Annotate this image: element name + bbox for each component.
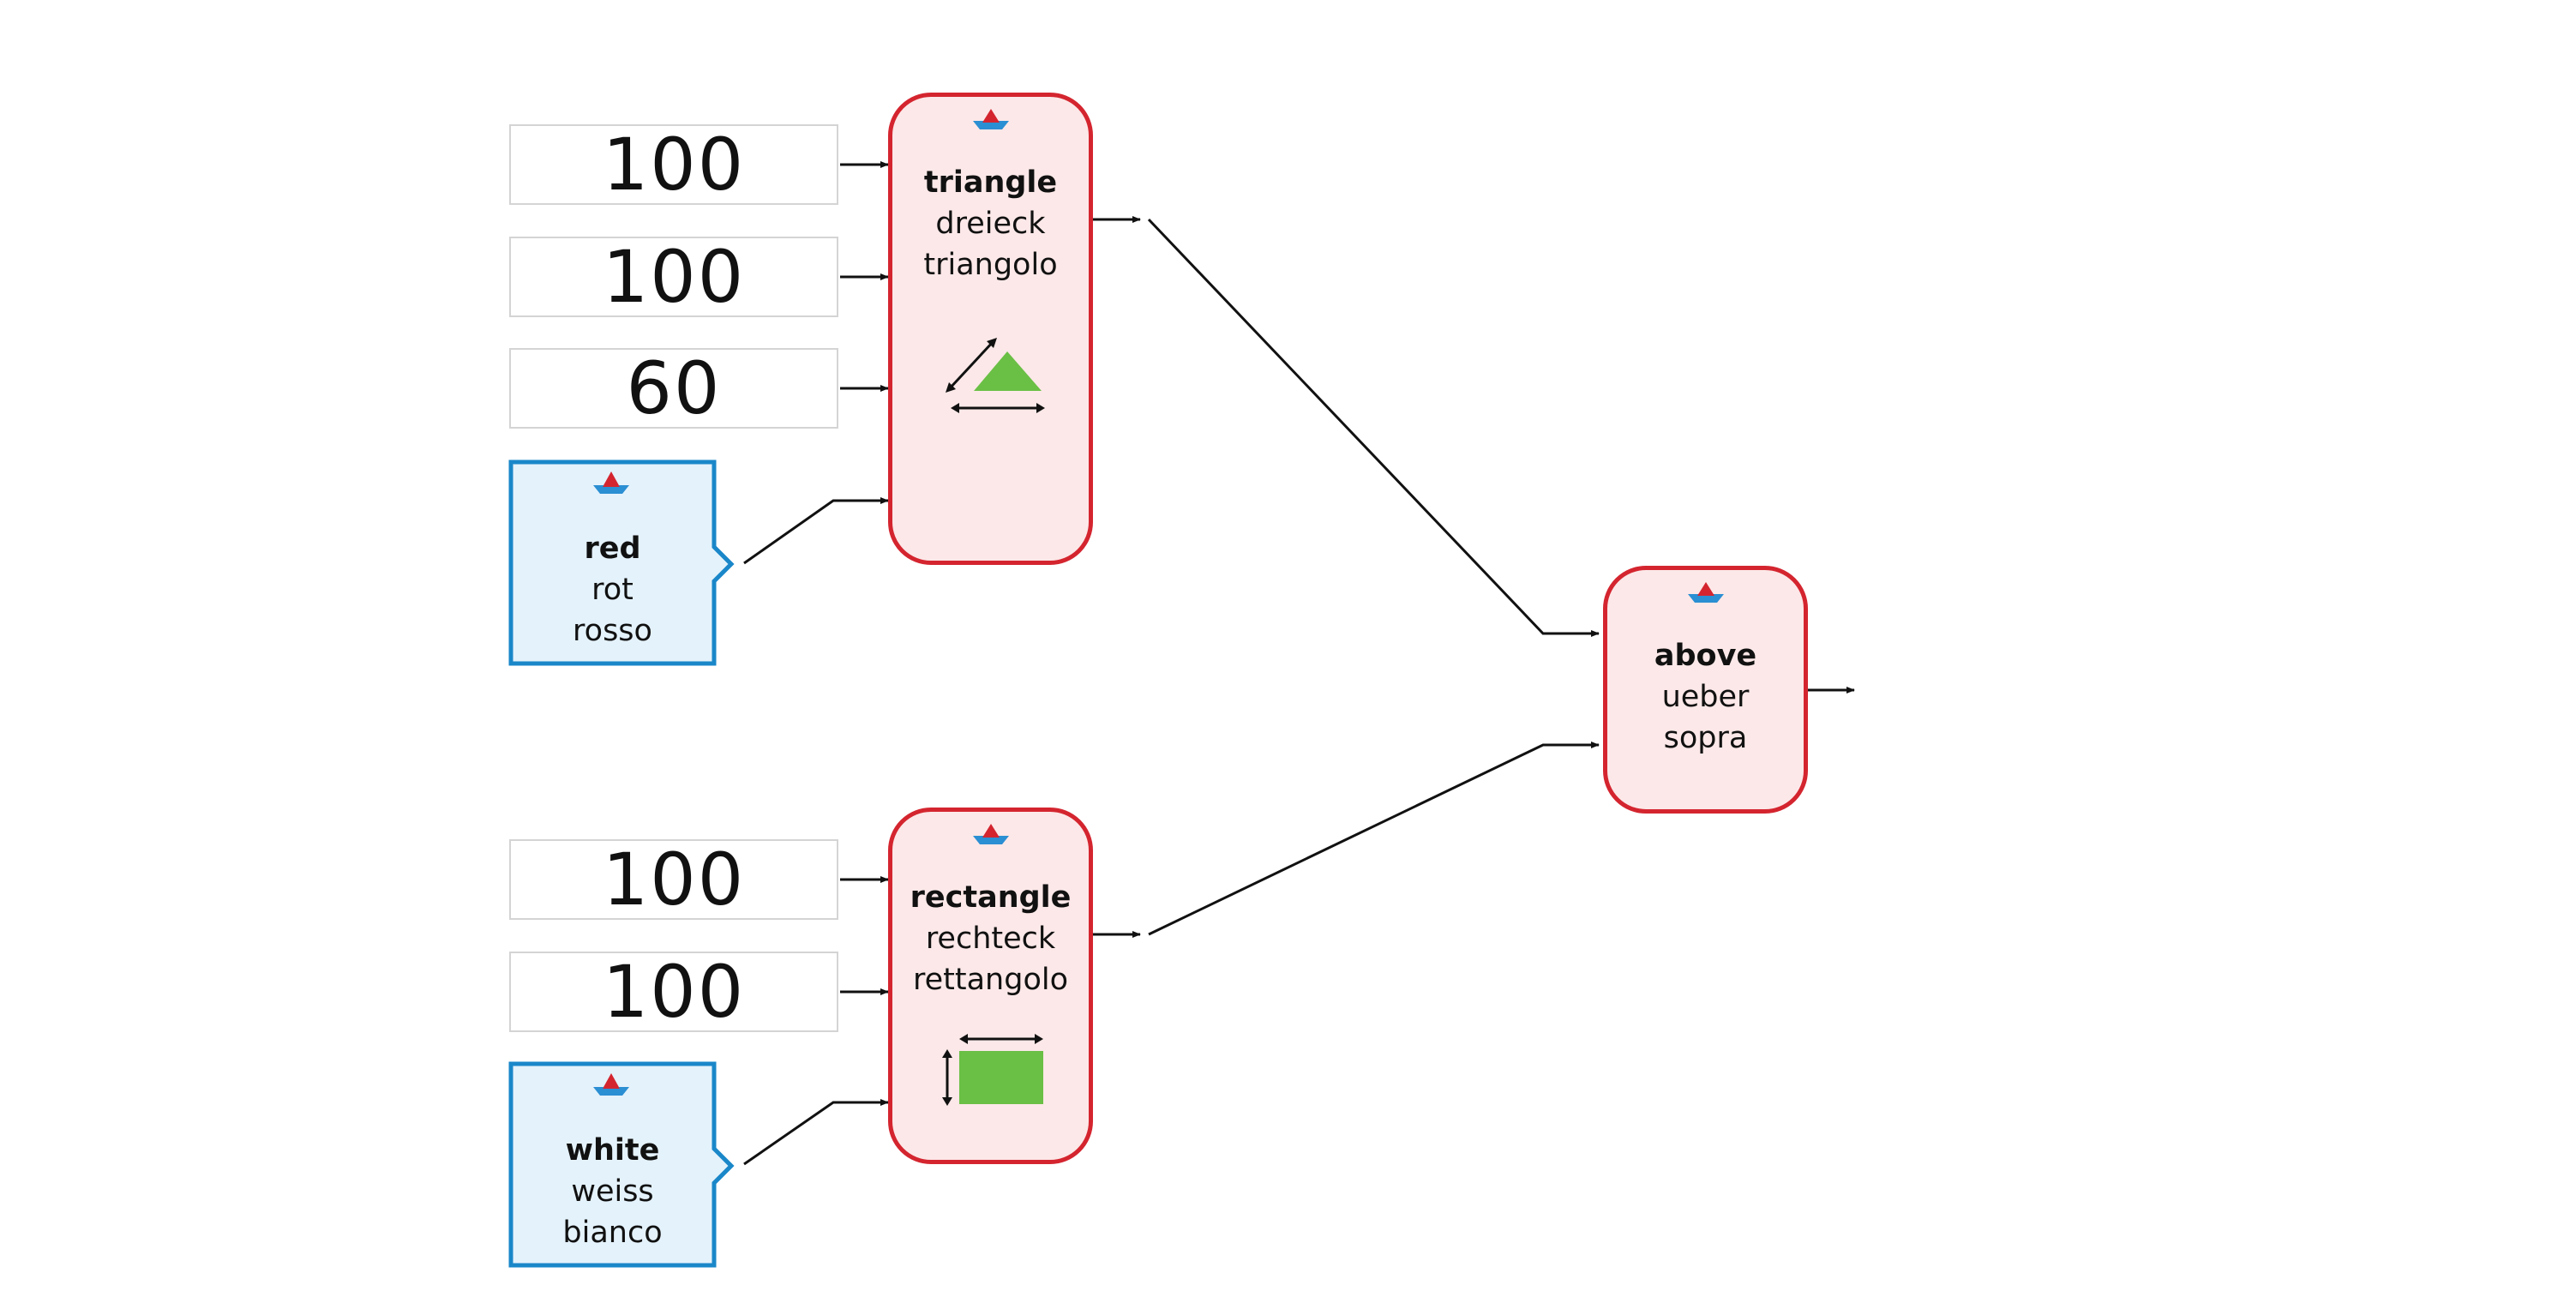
boat-icon — [593, 1073, 629, 1096]
color-block-red[interactable]: red rot rosso — [508, 459, 735, 666]
function-label: rectangle rechteck rettangolo — [892, 877, 1089, 1000]
color-name-de: weiss — [571, 1174, 654, 1209]
function-block-rectangle[interactable]: rectangle rechteck rettangolo — [888, 808, 1093, 1164]
wire-rectangle-to-above — [1148, 742, 1600, 936]
boat-icon — [973, 824, 1009, 844]
color-block-shape — [508, 1061, 735, 1268]
color-name-it: bianco — [562, 1216, 663, 1250]
wire-red-to-triangle — [743, 497, 889, 565]
number-input-rectangle-height[interactable]: 100 — [509, 950, 838, 1034]
boat-icon — [973, 109, 1009, 129]
number-input-rectangle-width[interactable]: 100 — [509, 838, 838, 922]
number-input-triangle-side-b[interactable]: 100 — [509, 235, 838, 319]
function-label: above ueber sopra — [1607, 635, 1804, 759]
function-name-it: rettangolo — [913, 963, 1068, 997]
rectangle-with-dimension-arrows-icon — [942, 1034, 1043, 1106]
color-name-en: white — [565, 1133, 660, 1168]
function-label: triangle dreieck triangolo — [892, 162, 1089, 285]
color-name-it: rosso — [573, 614, 652, 648]
color-name-de: rot — [591, 573, 633, 607]
function-block-above[interactable]: above ueber sopra — [1603, 566, 1808, 814]
number-input-triangle-angle[interactable]: 60 — [509, 346, 838, 430]
color-label: white weiss bianco — [508, 1130, 717, 1253]
number-input-triangle-side-a[interactable]: 100 — [509, 123, 838, 207]
boat-icon — [1688, 582, 1724, 603]
color-block-shape — [508, 459, 735, 666]
function-name-en: rectangle — [910, 880, 1072, 915]
triangle-with-side-arrows-icon — [946, 338, 1045, 413]
boat-icon — [593, 471, 629, 494]
function-name-en: above — [1654, 639, 1757, 673]
function-name-en: triangle — [923, 165, 1058, 200]
color-label: red rot rosso — [508, 528, 717, 652]
wire-white-to-rectangle — [743, 1099, 889, 1166]
wire-triangle-to-above — [1147, 218, 1600, 637]
function-name-it: triangolo — [923, 248, 1058, 282]
color-block-white[interactable]: white weiss bianco — [508, 1061, 735, 1268]
color-name-en: red — [584, 531, 641, 566]
function-name-de: rechteck — [925, 922, 1056, 956]
function-name-de: ueber — [1661, 680, 1750, 714]
function-name-de: dreieck — [935, 207, 1046, 241]
function-block-triangle[interactable]: triangle dreieck triangolo — [888, 93, 1093, 565]
function-name-it: sopra — [1663, 721, 1748, 755]
